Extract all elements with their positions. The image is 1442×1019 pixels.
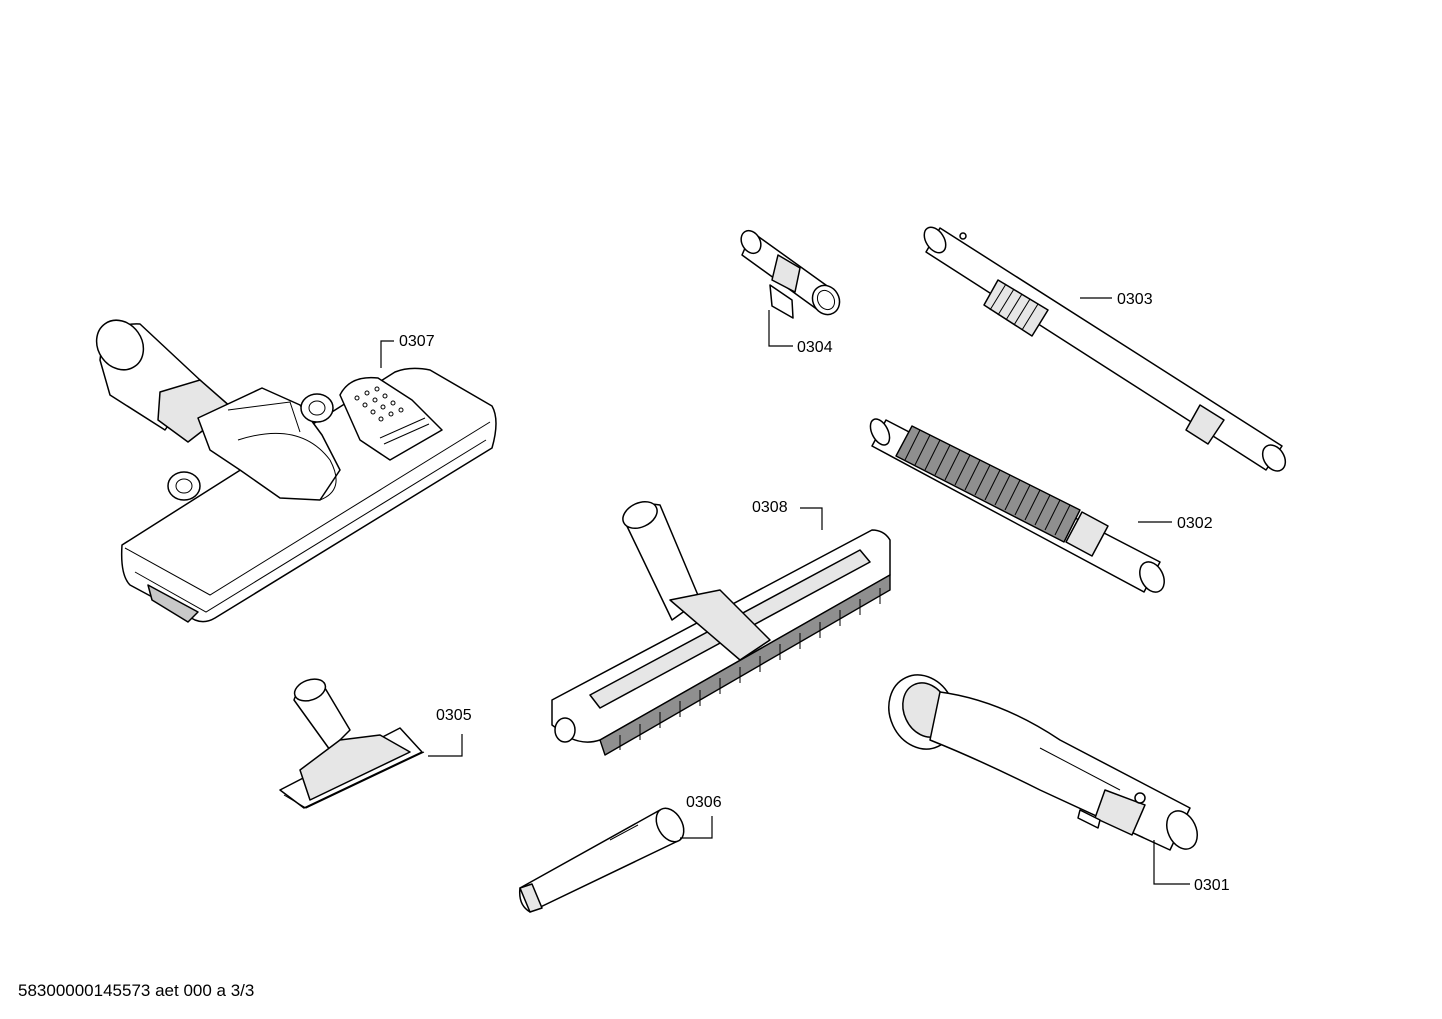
- parquet-brush-drawing[interactable]: [551, 497, 891, 756]
- part-label-0301: 0301: [1194, 877, 1230, 894]
- leader-0304: [768, 310, 793, 347]
- handle-with-swivel-drawing[interactable]: [877, 664, 1203, 854]
- tube-clip-drawing[interactable]: [737, 227, 845, 319]
- leader-0305: [428, 734, 463, 757]
- crevice-nozzle-drawing[interactable]: [518, 803, 690, 913]
- leader-0307: [380, 340, 394, 368]
- part-label-0303: 0303: [1117, 291, 1153, 308]
- leader-0301: [1153, 840, 1190, 885]
- flexible-hose-drawing[interactable]: [867, 416, 1170, 596]
- leader-0308: [800, 507, 823, 530]
- part-label-0306: 0306: [686, 794, 722, 811]
- part-label-0308: 0308: [752, 499, 788, 516]
- part-label-0305: 0305: [436, 707, 472, 724]
- part-label-0302: 0302: [1177, 515, 1213, 532]
- extension-tube-drawing[interactable]: [920, 223, 1290, 475]
- part-label-0307: 0307: [399, 333, 435, 350]
- upholstery-nozzle-drawing[interactable]: [279, 675, 425, 809]
- floor-nozzle-drawing[interactable]: [87, 311, 497, 623]
- part-label-0304: 0304: [797, 339, 833, 356]
- document-code: 58300000145573 aet 000 a 3/3: [18, 981, 255, 1000]
- leader-0306: [680, 816, 713, 839]
